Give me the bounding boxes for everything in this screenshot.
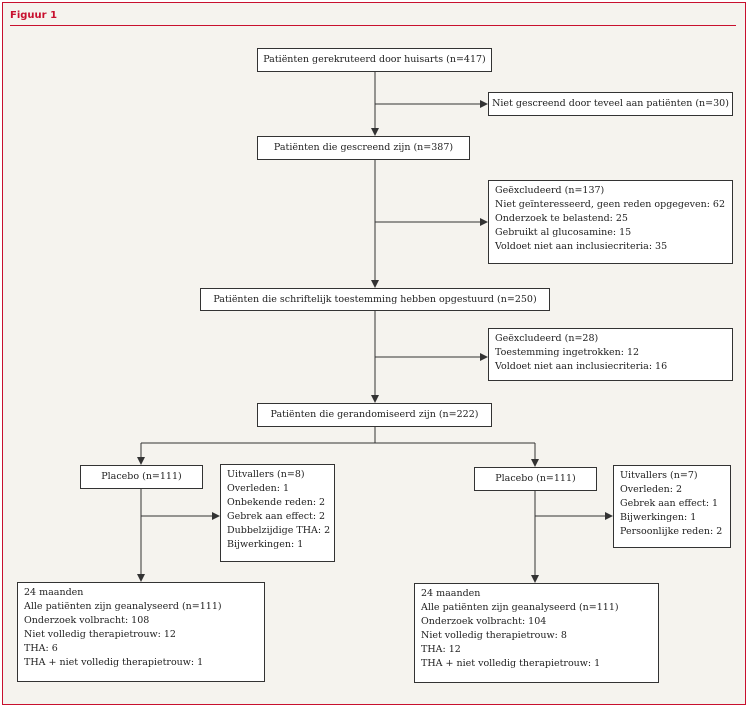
left-result-line: Onderzoek volbracht: 108: [24, 615, 150, 626]
left-result-line: Niet volledig therapietrouw: 12: [24, 629, 176, 640]
box-not-screened: Niet gescreend door teveel aan patiënten…: [488, 92, 733, 116]
excluded1-line: Geëxcludeerd (n=137): [495, 185, 605, 196]
left-result-line: THA + niet volledig therapietrouw: 1: [24, 657, 204, 668]
excluded1-line: Onderzoek te belastend: 25: [495, 213, 628, 224]
title-rule: [10, 25, 736, 26]
box-right-dropouts: Uitvallers (n=7) Overleden: 2 Gebrek aan…: [613, 465, 731, 548]
box-excluded-2: Geëxcludeerd (n=28) Toestemming ingetrok…: [488, 328, 733, 381]
left-dropouts-line: Overleden: 1: [227, 483, 290, 494]
left-dropouts-line: Gebrek aan effect: 2: [227, 511, 326, 522]
right-result-line: Niet volledig therapietrouw: 8: [421, 630, 567, 641]
right-dropouts-line: Persoonlijke reden: 2: [620, 526, 723, 537]
box-left-dropouts: Uitvallers (n=8) Overleden: 1 Onbekende …: [220, 464, 335, 562]
excluded2-line: Geëxcludeerd (n=28): [495, 333, 599, 344]
right-result-line: THA: 12: [421, 644, 461, 655]
right-result-line: Alle patiënten zijn geanalyseerd (n=111): [421, 602, 619, 613]
box-randomized: Patiënten die gerandomiseerd zijn (n=222…: [257, 403, 492, 427]
excluded2-line: Toestemming ingetrokken: 12: [495, 347, 640, 358]
excluded1-line: Gebruikt al glucosamine: 15: [495, 227, 632, 238]
left-dropouts-line: Uitvallers (n=8): [227, 469, 305, 480]
box-screened: Patiënten die gescreend zijn (n=387): [257, 136, 470, 160]
right-dropouts-line: Uitvallers (n=7): [620, 470, 698, 481]
right-dropouts-line: Bijwerkingen: 1: [620, 512, 697, 523]
box-excluded-1: Geëxcludeerd (n=137) Niet geïnteresseerd…: [488, 180, 733, 264]
box-right-result: 24 maanden Alle patiënten zijn geanalyse…: [414, 583, 659, 683]
left-result-line: 24 maanden: [24, 587, 84, 598]
box-right-arm: Placebo (n=111): [474, 467, 597, 491]
left-dropouts-line: Bijwerkingen: 1: [227, 539, 304, 550]
excluded1-line: Voldoet niet aan inclusiecriteria: 35: [495, 241, 668, 252]
box-consent: Patiënten die schriftelijk toestemming h…: [200, 288, 550, 311]
right-result-line: 24 maanden: [421, 588, 481, 599]
right-result-line: THA + niet volledig therapietrouw: 1: [421, 658, 601, 669]
right-result-line: Onderzoek volbracht: 104: [421, 616, 547, 627]
figure-label: Figuur 1: [10, 10, 58, 21]
right-dropouts-line: Overleden: 2: [620, 484, 683, 495]
box-left-result: 24 maanden Alle patiënten zijn geanalyse…: [17, 582, 265, 682]
left-result-line: THA: 6: [24, 643, 58, 654]
left-result-line: Alle patiënten zijn geanalyseerd (n=111): [24, 601, 222, 612]
right-dropouts-line: Gebrek aan effect: 1: [620, 498, 719, 509]
excluded1-line: Niet geïnteresseerd, geen reden opgegeve…: [495, 199, 726, 210]
left-dropouts-line: Dubbelzijdige THA: 2: [227, 525, 331, 536]
box-recruited: Patiënten gerekruteerd door huisarts (n=…: [257, 48, 492, 72]
excluded2-line: Voldoet niet aan inclusiecriteria: 16: [495, 361, 668, 372]
box-left-arm: Placebo (n=111): [80, 465, 203, 489]
left-dropouts-line: Onbekende reden: 2: [227, 497, 326, 508]
